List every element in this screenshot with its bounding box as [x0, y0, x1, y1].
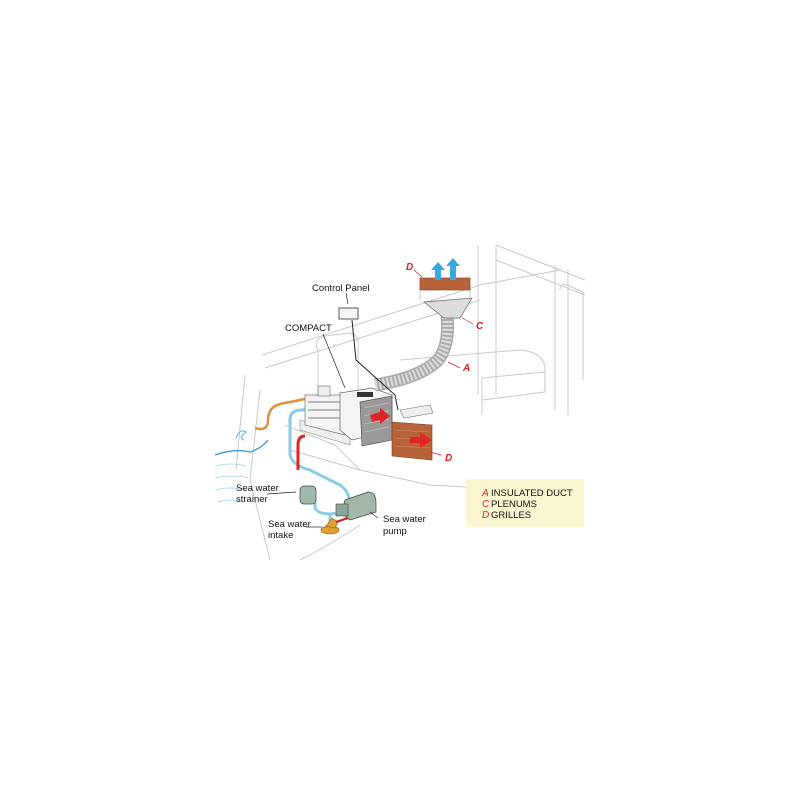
legend-key: C — [482, 499, 490, 510]
control-panel-label: Control Panel — [312, 283, 370, 294]
water-hose-supply — [288, 440, 352, 506]
plenum — [423, 297, 473, 319]
cool-air-arrows — [431, 258, 460, 280]
intake-label-line2: intake — [268, 530, 293, 541]
red-pipe — [296, 434, 306, 470]
strainer-label-line2: strainer — [236, 494, 268, 505]
compact-label: COMPACT — [285, 323, 332, 334]
legend-key: A — [481, 488, 489, 499]
sea-water-intake — [320, 517, 349, 535]
intake-label-line1: Sea water — [268, 519, 311, 530]
water-hose-return — [288, 406, 313, 440]
legend-text: INSULATED DUCT — [491, 488, 573, 499]
marker-pointers — [413, 269, 474, 456]
top-grille — [419, 277, 471, 291]
marker-duct: A — [462, 363, 470, 374]
legend-key: D — [482, 510, 489, 521]
marker-plenum: C — [476, 321, 484, 332]
drain-hose — [254, 394, 321, 431]
insulated-duct — [373, 314, 455, 392]
unit-display — [357, 392, 373, 397]
control-wire — [351, 319, 399, 411]
control-panel — [338, 307, 359, 320]
sea-water-pump — [335, 491, 377, 521]
strainer-label-line1: Sea water — [236, 483, 279, 494]
hoses — [254, 394, 352, 525]
legend-text: GRILLES — [491, 510, 531, 521]
warm-air-arrows — [370, 408, 432, 448]
legend: A INSULATED DUCT C PLENUMS D GRILLES — [466, 479, 584, 527]
pump-label-line2: pump — [383, 526, 407, 537]
sea-water — [214, 430, 269, 503]
label-pointers — [266, 292, 379, 528]
marker-top-grille: D — [406, 262, 413, 273]
marker-front-grille: D — [445, 453, 452, 464]
electrical-box — [399, 404, 434, 419]
sea-water-strainer — [299, 485, 317, 505]
pump-label-line1: Sea water — [383, 514, 426, 525]
legend-text: PLENUMS — [491, 499, 537, 510]
